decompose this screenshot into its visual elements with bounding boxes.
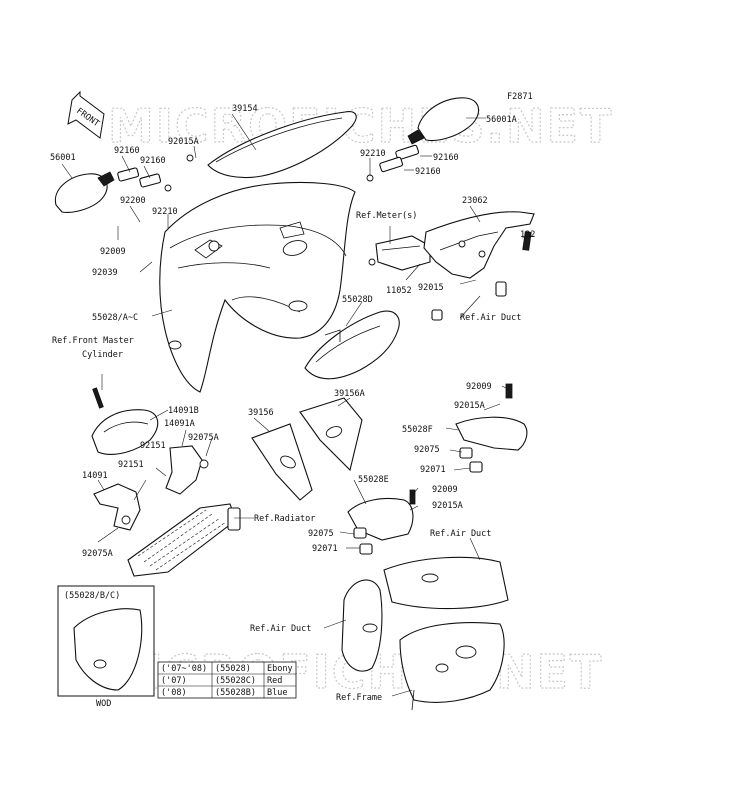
callout-92151-b: 92151 [118, 460, 144, 470]
callout-55028F: 55028F [402, 425, 433, 435]
callout-56001A: 56001A [486, 115, 517, 125]
color-table-r3-color: Blue [267, 688, 287, 698]
callout-ref-frame: Ref.Frame [336, 693, 382, 703]
callout-92071-b: 92071 [312, 544, 338, 554]
air-duct-center [341, 579, 383, 672]
wod-box-title: (55028/B/C) [64, 591, 120, 601]
color-table-r3-year: ('08) [161, 688, 187, 698]
callout-11052: 11052 [386, 286, 412, 296]
callout-ref-meter: Ref.Meter(s) [356, 211, 417, 221]
windscreen [207, 111, 357, 179]
callout-92210-b: 92210 [152, 207, 178, 217]
color-table-r2-part: (55028C) [215, 676, 256, 686]
color-table-r3-part: (55028B) [215, 688, 256, 698]
color-table-r2-year: ('07) [161, 676, 187, 686]
inner-panel-39156 [251, 423, 313, 501]
callout-55028D: 55028D [342, 295, 373, 305]
figure-code: F2871 [507, 92, 533, 102]
callout-55028E: 55028E [358, 475, 389, 485]
wod-inset: (55028/B/C) WOD [57, 585, 155, 709]
cover-55028F [455, 383, 528, 473]
callout-55028-A-C: 55028/A~C [92, 313, 138, 323]
mirror-right [366, 97, 480, 182]
inner-cover-55028D [304, 310, 400, 380]
callout-92009-a: 92009 [100, 247, 126, 257]
bracket-23062 [423, 211, 535, 321]
color-table-r1-color: Ebony [267, 664, 293, 674]
callout-92015A-top: 92015A [168, 137, 199, 147]
callout-39156: 39156 [248, 408, 274, 418]
callout-ref-air-duct-1: Ref.Air Duct [460, 313, 521, 323]
callout-ref-air-duct-3: Ref.Air Duct [250, 624, 311, 634]
callout-92151-a: 92151 [140, 441, 166, 451]
callout-92075A-b: 92075A [82, 549, 113, 559]
callout-92160-c: 92160 [433, 153, 459, 163]
callout-56001: 56001 [50, 153, 76, 163]
leader-lines [61, 113, 535, 697]
meter-stay [368, 235, 431, 271]
front-direction-tag: FRONT [67, 90, 105, 139]
callout-ref-air-duct-2: Ref.Air Duct [430, 529, 491, 539]
cover-55028E [347, 489, 416, 555]
inner-panel-14091B [91, 387, 159, 455]
callout-39156A: 39156A [334, 389, 365, 399]
mirror-left [54, 154, 194, 213]
watermark-top: MICROFICHES.NET [108, 99, 613, 153]
callout-92071-a: 92071 [420, 465, 446, 475]
callout-92039: 92039 [92, 268, 118, 278]
callout-92075A-a: 92075A [188, 433, 219, 443]
callout-92200: 92200 [120, 196, 146, 206]
inner-panel-14091 [93, 483, 141, 531]
callout-ref-front-master-2: Cylinder [82, 350, 123, 360]
callout-92015A-b: 92015A [454, 401, 485, 411]
callout-92160-b: 92160 [140, 156, 166, 166]
upper-cowl [159, 181, 356, 393]
callout-23062: 23062 [462, 196, 488, 206]
callout-92210-a: 92210 [360, 149, 386, 159]
inner-panel-39156A [299, 397, 363, 472]
inner-panel-14091A [165, 445, 209, 495]
callout-ref-radiator: Ref.Radiator [254, 514, 315, 524]
callout-92075-b: 92075 [308, 529, 334, 539]
callout-39154: 39154 [232, 104, 258, 114]
callout-92075-a: 92075 [414, 445, 440, 455]
callout-ref-front-master-1: Ref.Front Master [52, 336, 134, 346]
wod-label: WOD [96, 699, 111, 709]
color-table-r1-part: (55028) [215, 664, 251, 674]
callout-92160-d: 92160 [415, 167, 441, 177]
frame-portion [399, 622, 505, 711]
callout-132: 132 [520, 230, 535, 240]
callout-92160-a: 92160 [114, 146, 140, 156]
callout-14091B: 14091B [168, 406, 199, 416]
color-table-r1-year: ('07~'08) [161, 664, 207, 674]
callout-92015: 92015 [418, 283, 444, 293]
callout-92015A-c: 92015A [432, 501, 463, 511]
callout-92009-c: 92009 [432, 485, 458, 495]
radiator [127, 503, 241, 577]
callout-labels: 39154 56001A 56001 92160 92160 92015A 92… [50, 104, 535, 703]
color-table: ('07~'08) (55028) Ebony ('07) (55028C) R… [157, 661, 297, 699]
callout-14091: 14091 [82, 471, 108, 481]
air-duct-right [383, 556, 509, 610]
callout-14091A: 14091A [164, 419, 195, 429]
callout-92009-b: 92009 [466, 382, 492, 392]
color-table-r2-color: Red [267, 676, 282, 686]
